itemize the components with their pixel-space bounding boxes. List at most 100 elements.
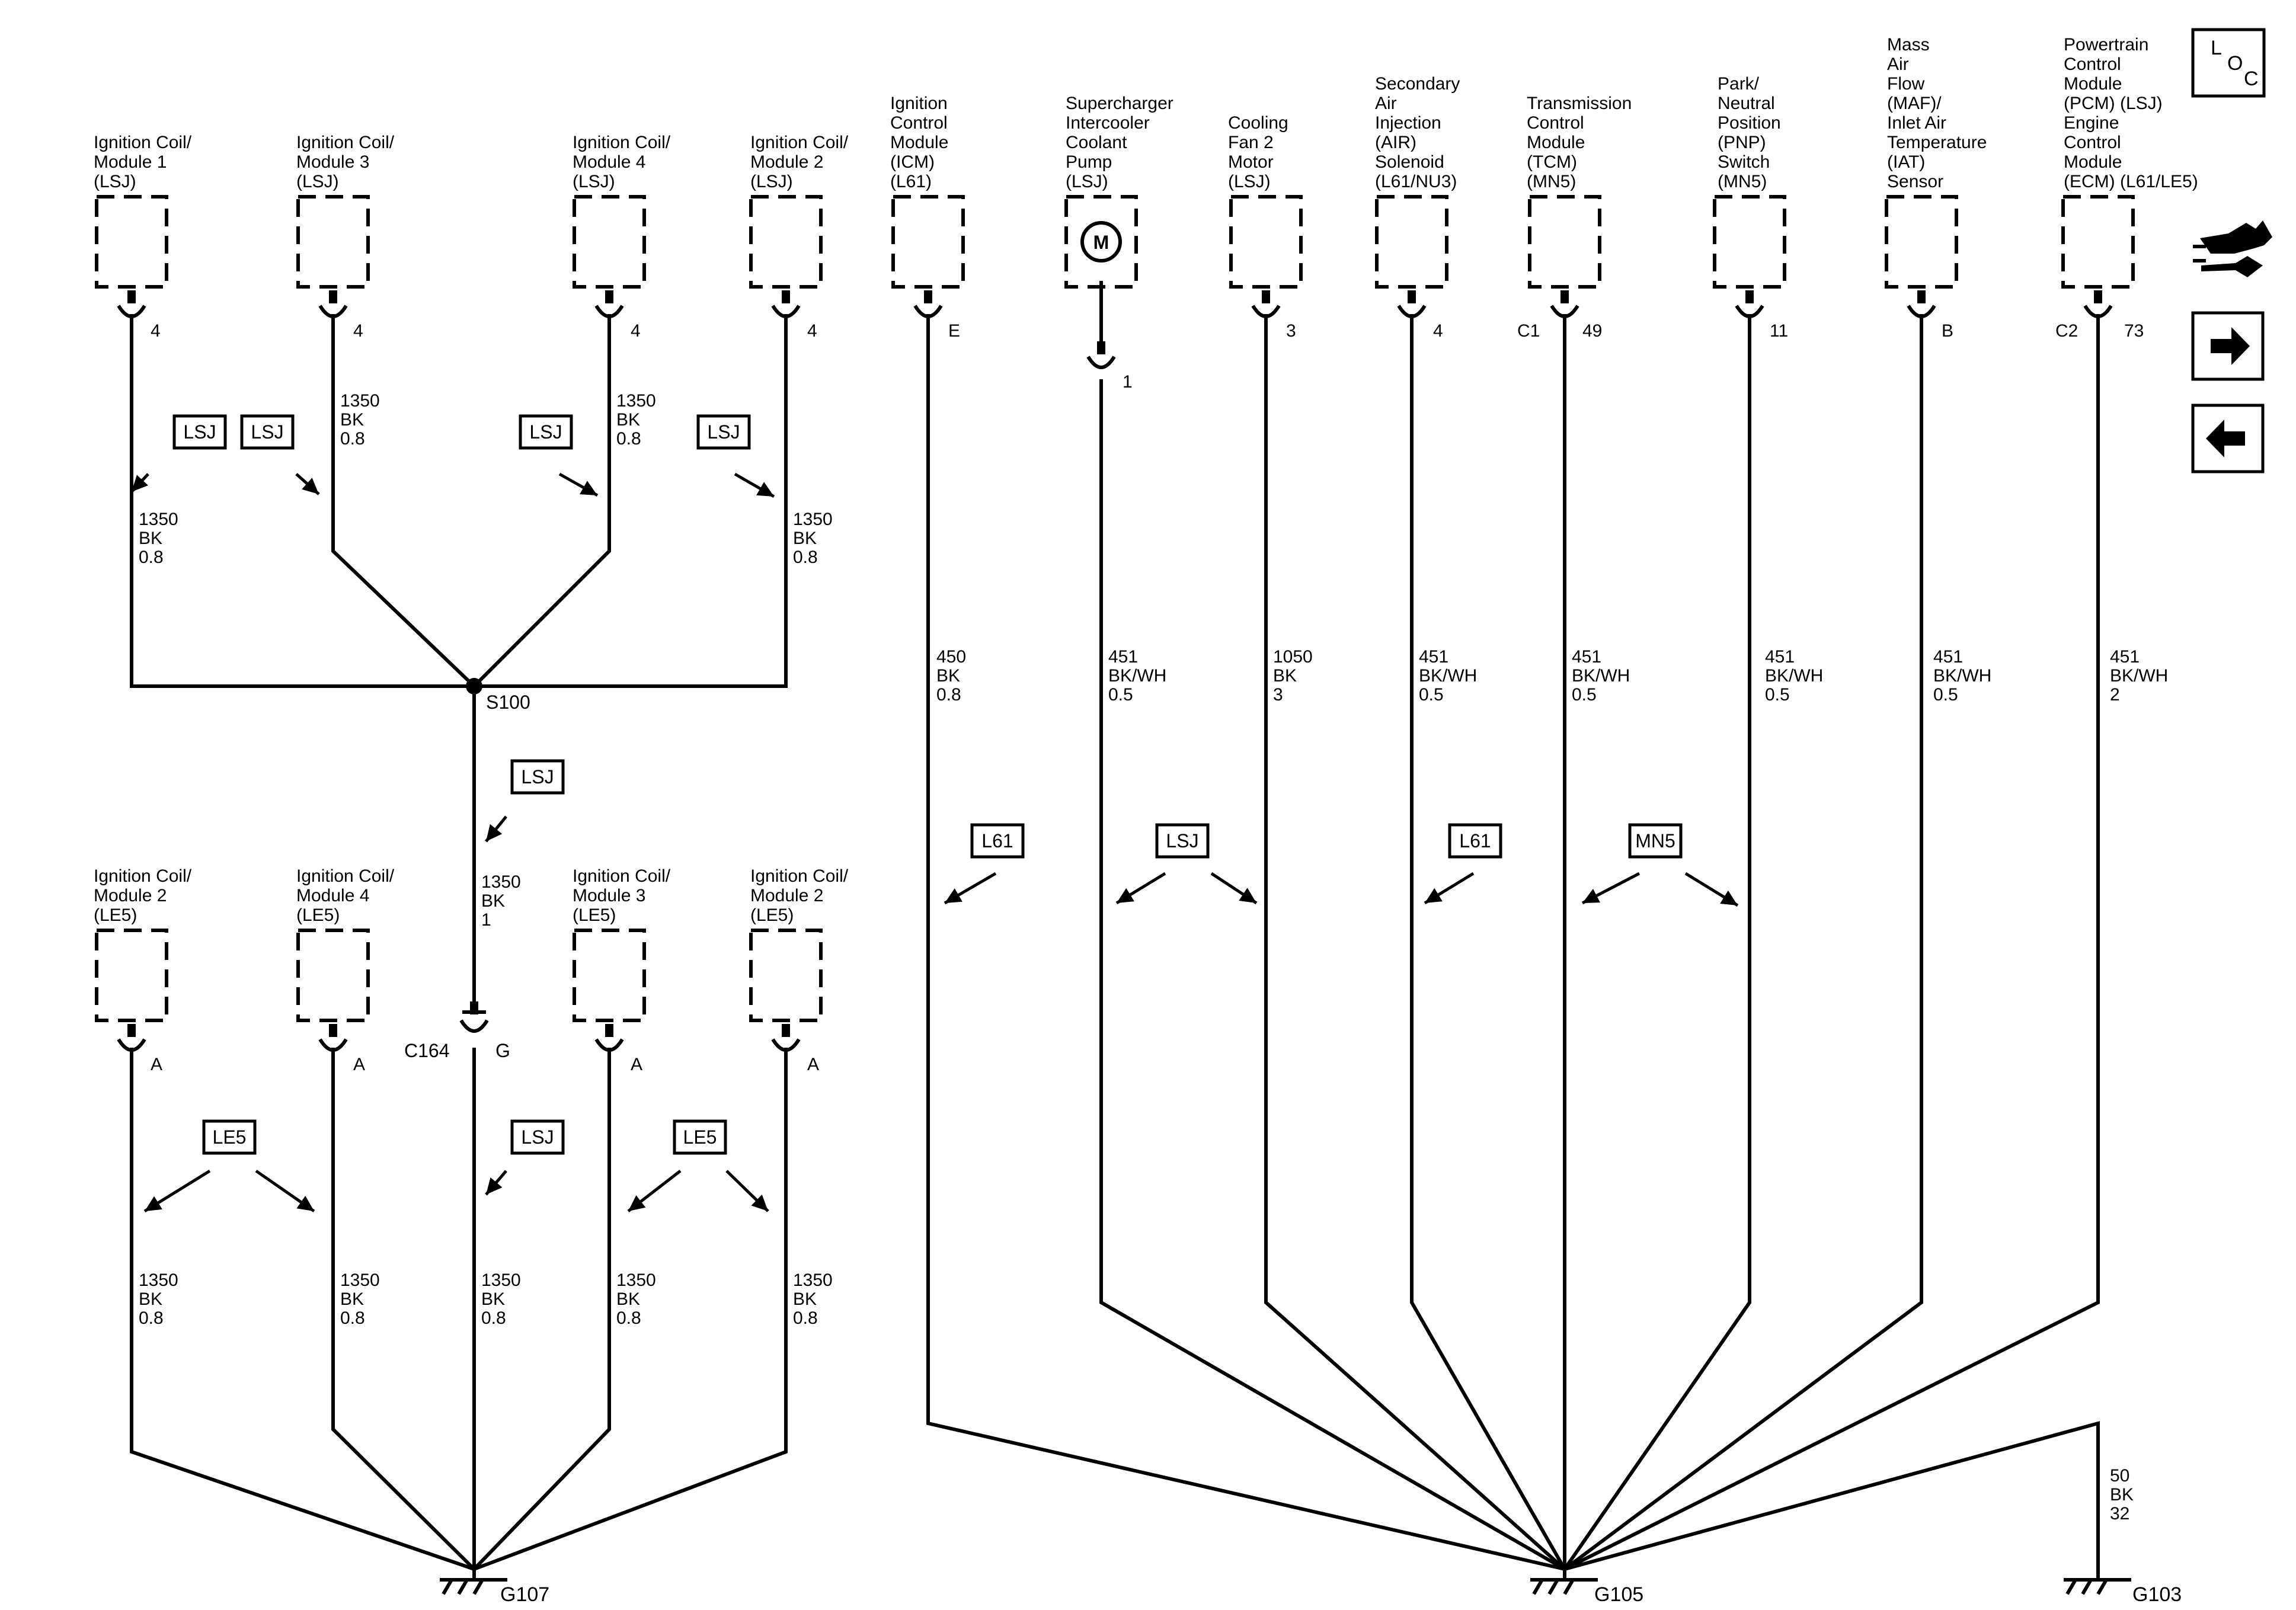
- component-label-coil3-lsj-line: Ignition Coil/: [296, 133, 395, 152]
- component-label-coil4-lsj-line: (LSJ): [573, 172, 615, 191]
- loc-letter-c: C: [2244, 68, 2259, 90]
- wire-label-w-maf-line: 0.5: [1933, 685, 1958, 705]
- pin-label-pcm: 73: [2124, 321, 2144, 341]
- option-tag-mn5: MN5: [1581, 823, 1739, 907]
- loc-icon[interactable]: L O C: [2191, 28, 2266, 98]
- component-label-sc-pump-line: (LSJ): [1066, 172, 1108, 191]
- component-label-coil2-le5-a: Ignition Coil/Module 2(LE5): [94, 866, 192, 925]
- wire-label-w-le5-1-line: 0.8: [139, 1308, 164, 1328]
- wire-label-w-g103-line: 32: [2110, 1504, 2129, 1523]
- wire-label-w-pcm-line: 2: [2110, 685, 2120, 705]
- component-label-coil2-lsj-line: Module 2: [750, 152, 823, 172]
- pin-label-pnp: 11: [1770, 321, 1788, 341]
- wire-coil3-le5: [472, 1048, 611, 1571]
- option-arrowhead: [302, 478, 319, 494]
- next-page-arrow-icon[interactable]: [2191, 311, 2265, 381]
- c164-connector-pin: [470, 1001, 478, 1014]
- component-box-coil4-lsj: [573, 195, 646, 289]
- connector-pin-coil2-le5-b: [782, 1024, 790, 1037]
- wire-label-w-c164-line: BK: [481, 1289, 505, 1309]
- option-tag-label: LE5: [213, 1126, 247, 1148]
- wire-label-w-pcm-line: 451: [2110, 647, 2140, 667]
- ground-g107: G107: [440, 1569, 549, 1606]
- ground-g105: G105: [1530, 1569, 1643, 1606]
- component-label-icm-line: Ignition: [890, 94, 948, 113]
- component-box-coil2-le5-b: [749, 929, 823, 1022]
- component-label-air-sol-line: (AIR): [1375, 133, 1416, 152]
- connector-pin-fan2: [1262, 290, 1270, 303]
- wire-label-w-le5-2-line: 1350: [340, 1270, 380, 1290]
- loc-letter-o: O: [2227, 52, 2243, 75]
- option-arrowhead: [145, 1196, 162, 1211]
- wire-label-w-le5-1-line: 1350: [139, 1270, 178, 1290]
- component-label-icm-line: Module: [890, 133, 948, 152]
- component-label-air-sol-line: Secondary: [1375, 74, 1460, 94]
- component-label-sc-pump-line: Supercharger: [1066, 94, 1173, 113]
- component-label-coil1-lsj-line: (LSJ): [94, 172, 136, 191]
- wire-label-w-maf-line: BK/WH: [1933, 666, 1991, 686]
- component-coil1-lsj: Ignition Coil/Module 1(LSJ)4: [94, 133, 192, 341]
- component-label-pnp-line: (MN5): [1718, 172, 1767, 191]
- component-label-coil2-le5-b: Ignition Coil/Module 2(LE5): [750, 866, 849, 925]
- component-box-coil1-lsj: [95, 195, 168, 289]
- c164-connector-label: C164: [404, 1040, 450, 1061]
- wire-pump: [1099, 379, 1566, 1571]
- wire-label-w-pcm-line: BK/WH: [2110, 666, 2168, 686]
- component-label-coil2-le5-b-line: Ignition Coil/: [750, 866, 849, 886]
- option-tag-label: LSJ: [521, 1126, 554, 1148]
- option-tag-label: LE5: [683, 1126, 717, 1148]
- connector-pinout-icon[interactable]: [2193, 220, 2272, 277]
- previous-page-arrow-icon[interactable]: [2191, 404, 2265, 473]
- connector-label-tcm: C1: [1517, 321, 1540, 341]
- component-box-pcm: [2061, 195, 2135, 289]
- wire-pnp: [1563, 314, 1751, 1570]
- wire-label-w-coil2-line: 0.8: [793, 548, 818, 567]
- component-label-coil3-le5: Ignition Coil/Module 3(LE5): [573, 866, 671, 925]
- wire-air: [1410, 314, 1566, 1570]
- component-label-tcm-line: (MN5): [1527, 172, 1576, 191]
- component-label-coil3-le5-line: (LE5): [573, 905, 616, 925]
- component-box-coil3-le5: [573, 929, 646, 1022]
- option-tag-label: MN5: [1635, 830, 1675, 852]
- pin-label-coil3-le5: A: [631, 1055, 642, 1074]
- component-label-sc-pump-line: Intercooler: [1066, 113, 1150, 133]
- component-label-maf-line: (MAF)/: [1887, 94, 1942, 113]
- component-coil4-lsj: Ignition Coil/Module 4(LSJ)4: [573, 133, 671, 341]
- connector-pin-icm: [924, 290, 932, 303]
- component-label-coil2-le5-b-line: (LE5): [750, 905, 794, 925]
- component-label-coil4-lsj: Ignition Coil/Module 4(LSJ): [573, 133, 671, 191]
- pin-label-coil4-le5: A: [353, 1055, 365, 1074]
- component-label-pnp-line: Position: [1718, 113, 1781, 133]
- pin-label-icm: E: [948, 321, 960, 341]
- wire-label-w-pump-line: BK/WH: [1108, 666, 1166, 686]
- option-tag-label: L61: [981, 830, 1013, 852]
- loc-letter-l: L: [2211, 37, 2222, 59]
- c164-connector: [459, 1010, 489, 1033]
- option-tag-label: LSJ: [521, 766, 554, 788]
- component-label-coil3-lsj-line: Module 3: [296, 152, 369, 172]
- component-label-coil2-le5-a-line: (LE5): [94, 905, 137, 925]
- wire-label-w-s100-line: 1350: [481, 872, 521, 892]
- component-label-coil2-lsj: Ignition Coil/Module 2(LSJ): [750, 133, 849, 191]
- wire-label-w-pnp-line: 451: [1765, 647, 1795, 667]
- pin-label-coil2-le5-a: A: [151, 1055, 162, 1074]
- ground-label-g107: G107: [500, 1583, 549, 1606]
- wire-label-w-coil3-line: 1350: [340, 391, 380, 411]
- component-label-tcm-line: Control: [1527, 113, 1584, 133]
- wire-label-w-coil2-line: BK: [793, 529, 817, 548]
- pin-label-sc-pump: 1: [1123, 372, 1133, 392]
- wire-label-w-le5-3-line: 0.8: [616, 1308, 641, 1328]
- wire-label-w-fan-line: 3: [1273, 685, 1283, 705]
- wire-label-w-c164-line: 0.8: [481, 1308, 506, 1328]
